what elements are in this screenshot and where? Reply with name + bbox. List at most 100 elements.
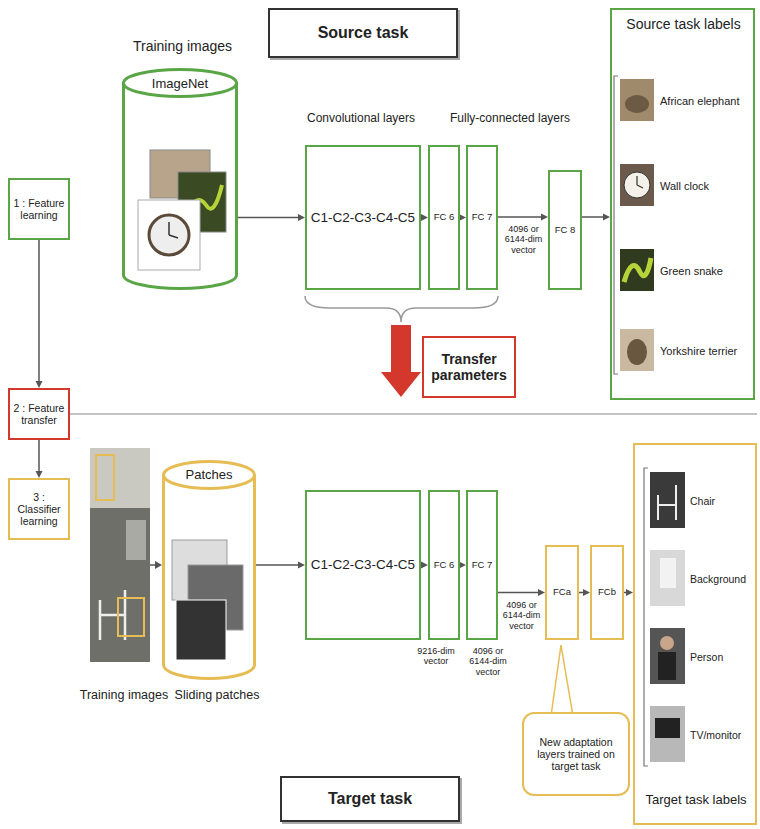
arrow-head — [421, 214, 428, 221]
annotation-label: 4096 or 6144-dim vector — [499, 600, 544, 631]
annotation-label: 4096 or 6144-dim vector — [500, 224, 547, 255]
layer-box: FC 7 — [466, 145, 498, 290]
patch-box — [118, 598, 144, 636]
node-text: FC 6 — [434, 212, 455, 223]
node-text: FC 7 — [472, 212, 493, 223]
node-text: Background — [690, 573, 754, 585]
photo — [90, 448, 150, 662]
arrow-head — [603, 214, 610, 221]
layer-box: C1-C2-C3-C4-C5 — [305, 490, 421, 640]
connector — [36, 440, 43, 478]
node-text: Source task — [318, 24, 409, 42]
labels-panel: Source task labelsAfrican elephantWall c… — [610, 8, 755, 400]
elephant-figure — [625, 95, 649, 113]
separator-line — [70, 413, 757, 414]
node-text: New adaptation layers trained on target … — [526, 736, 626, 772]
node-text: Wall clock — [660, 180, 750, 193]
connector — [459, 562, 466, 569]
annotation-label: Training images — [78, 688, 170, 702]
connector — [238, 214, 305, 221]
annotation-label: Sliding patches — [168, 688, 266, 702]
annotation-label: Training images — [115, 38, 250, 54]
cylinder-outline — [162, 460, 256, 680]
bracket — [614, 76, 618, 374]
tv-figure — [655, 718, 680, 738]
annotation-label: 9216-dim vector — [410, 646, 462, 667]
cylinder-path — [164, 462, 255, 679]
photo-ceiling — [90, 448, 150, 508]
arrow-head — [583, 589, 590, 596]
node-text: Patches — [162, 468, 256, 483]
connector-line — [498, 592, 539, 594]
thumbnail — [620, 249, 654, 291]
node-text: C1-C2-C3-C4-C5 — [311, 557, 415, 573]
arrow-head — [36, 381, 43, 388]
connector-line — [38, 240, 40, 382]
layer-box: FC 6 — [428, 490, 460, 640]
bracket — [644, 468, 648, 766]
clock-figure — [624, 172, 650, 198]
arrow-head — [298, 562, 305, 569]
layer-box: FC 6 — [428, 145, 460, 290]
node-text: FCb — [598, 587, 616, 598]
node-text: ImageNet — [122, 77, 238, 92]
connector — [459, 214, 466, 221]
arrow-head — [541, 214, 548, 221]
chair-figure — [658, 485, 676, 520]
labels-panel: ChairBackgroundPersonTV/monitorTarget ta… — [633, 443, 757, 825]
adaptation-layer-box: FCb — [590, 545, 624, 640]
arrow-head — [459, 214, 466, 221]
connector — [498, 589, 545, 596]
layer-box: C1-C2-C3-C4-C5 — [305, 145, 421, 290]
thumbnail — [650, 550, 685, 606]
transfer-arrow — [381, 325, 421, 397]
node-text: Target task labels — [637, 793, 755, 808]
brace — [305, 296, 498, 322]
person-body — [658, 652, 676, 680]
connector — [421, 562, 428, 569]
adaptation-layer-box: FCa — [545, 545, 579, 640]
connector — [36, 240, 43, 388]
node-text: TV/monitor — [690, 729, 754, 741]
node-text: Yorkshire terrier — [660, 345, 750, 358]
layer-box: FC 8 — [548, 170, 582, 290]
annotation-label: Fully-connected layers — [430, 112, 590, 126]
task-box: Target task — [280, 776, 460, 822]
connector — [579, 589, 590, 596]
arrow-head — [298, 214, 305, 221]
arrow-head — [421, 562, 428, 569]
step-box: 2 : Feature transfer — [8, 388, 70, 440]
connector — [582, 214, 610, 221]
arrow-head — [538, 589, 545, 596]
node-text: Green snake — [660, 265, 750, 278]
window-figure — [660, 558, 676, 588]
thumbnail — [650, 472, 685, 528]
connector — [256, 562, 305, 569]
connector-line — [38, 440, 40, 472]
node-text: 2 : Feature transfer — [12, 402, 66, 426]
node-text: FCa — [553, 587, 571, 598]
dog-figure — [627, 339, 647, 365]
person-head — [660, 636, 674, 650]
connector-line — [256, 564, 299, 566]
step-box: 1 : Feature learning — [8, 178, 70, 240]
thumbnail — [620, 329, 654, 371]
photo — [176, 600, 226, 660]
node-text: Transfer parameters — [426, 351, 512, 383]
dataset-cylinder: Patches — [162, 460, 256, 680]
node-text: 1 : Feature learning — [12, 197, 66, 221]
node-text: Chair — [690, 495, 754, 507]
connector-line — [582, 216, 604, 218]
node-text: Person — [690, 651, 754, 663]
layer-box: FC 7 — [466, 490, 498, 640]
thumbnail — [620, 164, 654, 206]
thumbnail — [620, 79, 654, 121]
node-text: African elephant — [660, 95, 750, 108]
thumbnail — [650, 628, 685, 684]
clock-figure — [149, 215, 189, 255]
annotation-label: 4096 or 6144-dim vector — [463, 646, 513, 677]
clock-hands — [169, 222, 178, 238]
node-text: Source task labels — [616, 16, 751, 32]
arrow-head — [155, 561, 162, 569]
